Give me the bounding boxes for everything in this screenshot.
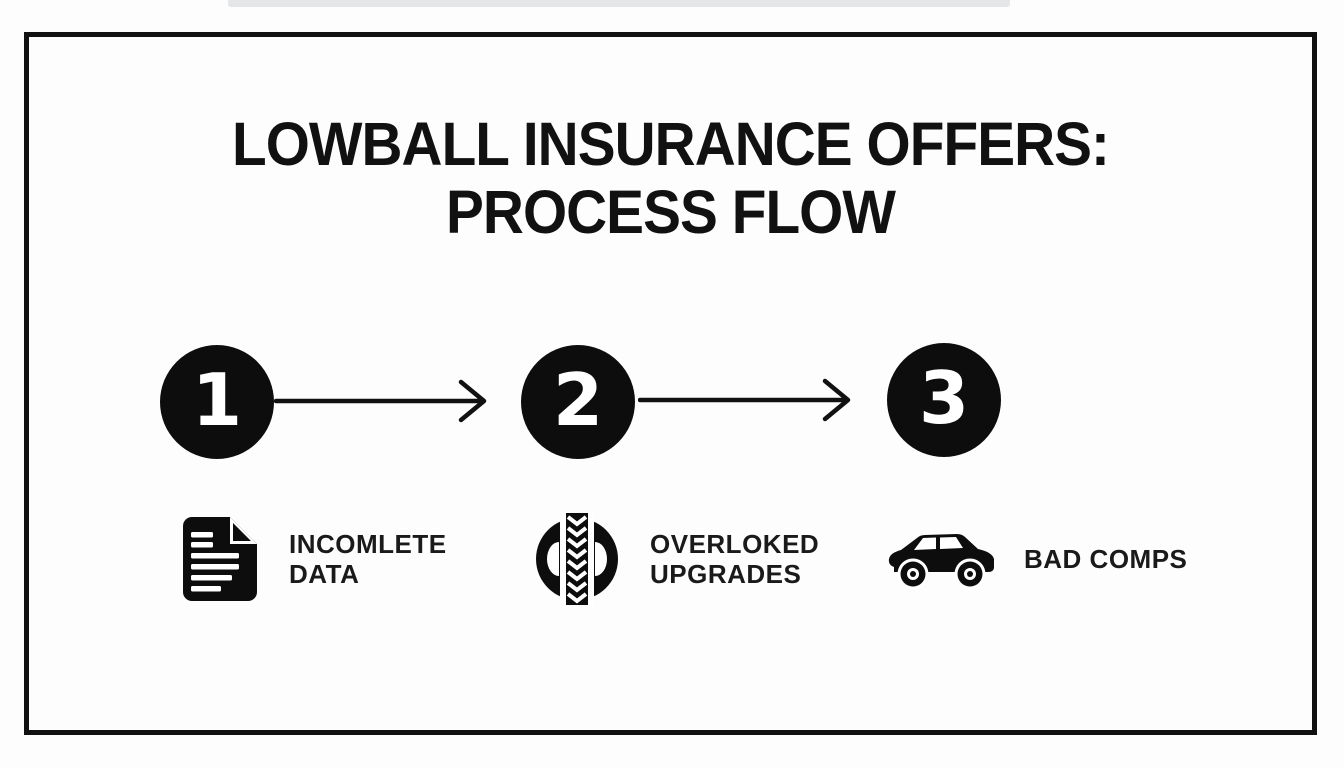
cause-label-bad-comps: BAD COMPS bbox=[1024, 544, 1188, 574]
flow-arrow-2-3 bbox=[638, 378, 851, 422]
title-line-2: PROCESS FLOW bbox=[445, 178, 896, 246]
step-number-2: 2 bbox=[552, 358, 604, 442]
tire-icon bbox=[536, 511, 618, 607]
cause-item-incomplete-data: INCOMLETE DATA bbox=[180, 516, 447, 602]
step-circle-3: 3 bbox=[887, 343, 1001, 457]
flow-arrow-1-2 bbox=[274, 379, 487, 423]
diagram-title: LOWBALL INSURANCE OFFERS: PROCESS FLOW bbox=[69, 110, 1271, 246]
top-artifact bbox=[228, 0, 1010, 7]
cause-label-incomplete-data: INCOMLETE DATA bbox=[289, 529, 447, 589]
title-line-1: LOWBALL INSURANCE OFFERS: bbox=[231, 110, 1110, 178]
step-circle-1: 1 bbox=[160, 345, 274, 459]
cause-item-bad-comps: BAD COMPS bbox=[886, 527, 1187, 591]
step-circle-2: 2 bbox=[521, 345, 635, 459]
step-number-3: 3 bbox=[918, 356, 970, 440]
cause-label-overlooked-upgrades: OVERLOKED UPGRADES bbox=[650, 529, 820, 589]
diagram-frame bbox=[24, 32, 1317, 735]
car-icon bbox=[888, 534, 994, 590]
cause-item-overlooked-upgrades: OVERLOKED UPGRADES bbox=[535, 511, 819, 607]
document-icon bbox=[183, 517, 257, 601]
step-number-1: 1 bbox=[191, 358, 243, 442]
